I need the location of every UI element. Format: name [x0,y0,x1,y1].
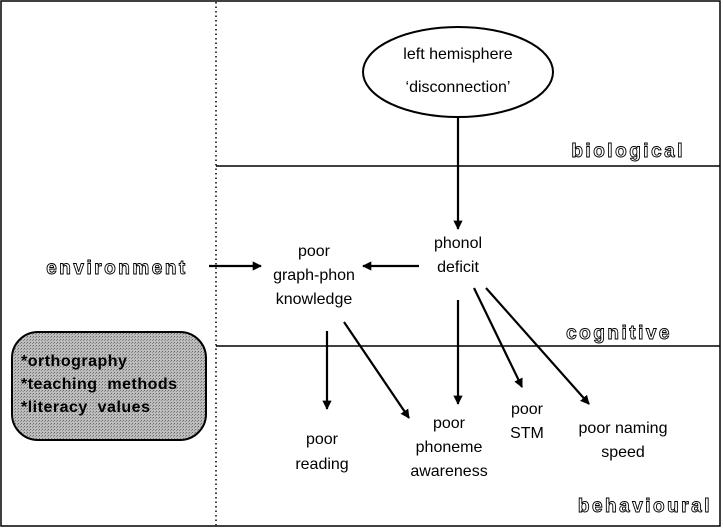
factor-literacy-values: *literacy values [21,399,150,416]
poor-reading-line-1: poor [306,431,339,448]
layer-label-biological: biological [571,141,685,162]
left-hemisphere-node [362,26,554,118]
environment-factors-box [11,331,207,441]
graph-phon-line-2: graph-phon [273,267,355,284]
left-hemisphere-line-1: left hemisphere [403,46,512,63]
phoneme-awareness-line-3: awareness [410,463,487,480]
phoneme-awareness-line-1: poor [433,415,466,432]
phonol-deficit-line-2: deficit [437,259,479,276]
phonol-deficit-line-1: phonol [434,235,482,252]
phoneme-awareness-line-2: phoneme [416,439,483,456]
naming-speed-line-2: speed [601,444,645,461]
poor-stm-line-2: STM [510,425,544,442]
naming-speed-line-1: poor naming [579,420,668,437]
poor-stm-line-1: poor [511,401,544,418]
left-hemisphere-line-2: ‘disconnection’ [406,79,511,96]
graph-phon-line-3: knowledge [276,291,353,308]
factor-orthography: *orthography [21,353,127,370]
arrow-phonol-to-naming-speed [485,287,590,405]
layer-label-cognitive: cognitive [566,323,672,344]
causal-arrows [209,117,590,419]
graph-phon-line-1: poor [298,243,331,260]
poor-reading-line-2: reading [295,456,348,473]
arrow-graph-phon-to-phoneme-awareness [343,321,410,419]
environment-label: environment [46,258,188,279]
layer-label-behavioural: behavioural [578,496,712,517]
factor-teaching-methods: *teaching methods [21,376,178,393]
arrow-phonol-to-stm [473,287,523,388]
